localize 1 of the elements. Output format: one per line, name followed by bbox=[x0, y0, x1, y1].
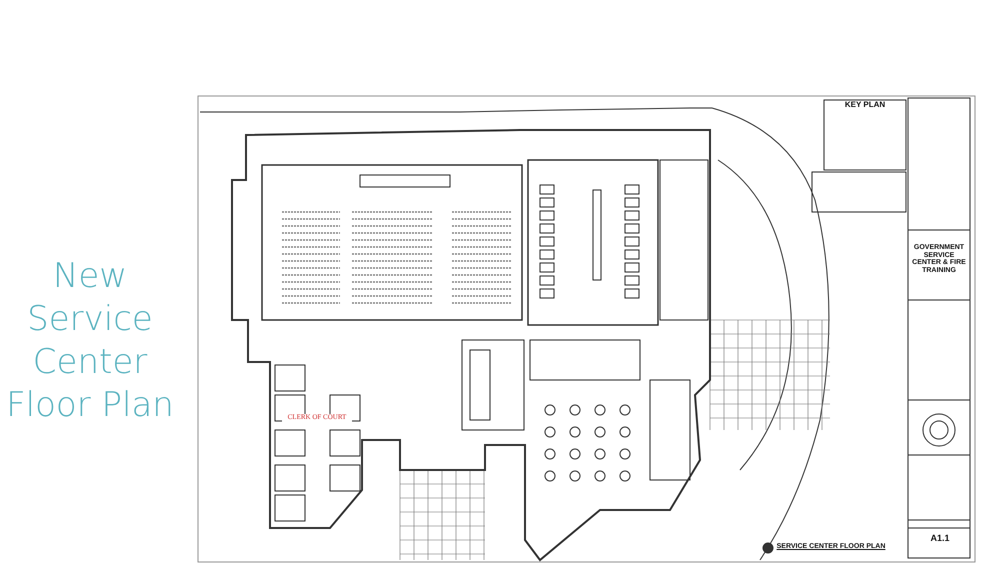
slide-title: New Service Center Floor Plan bbox=[5, 255, 175, 427]
